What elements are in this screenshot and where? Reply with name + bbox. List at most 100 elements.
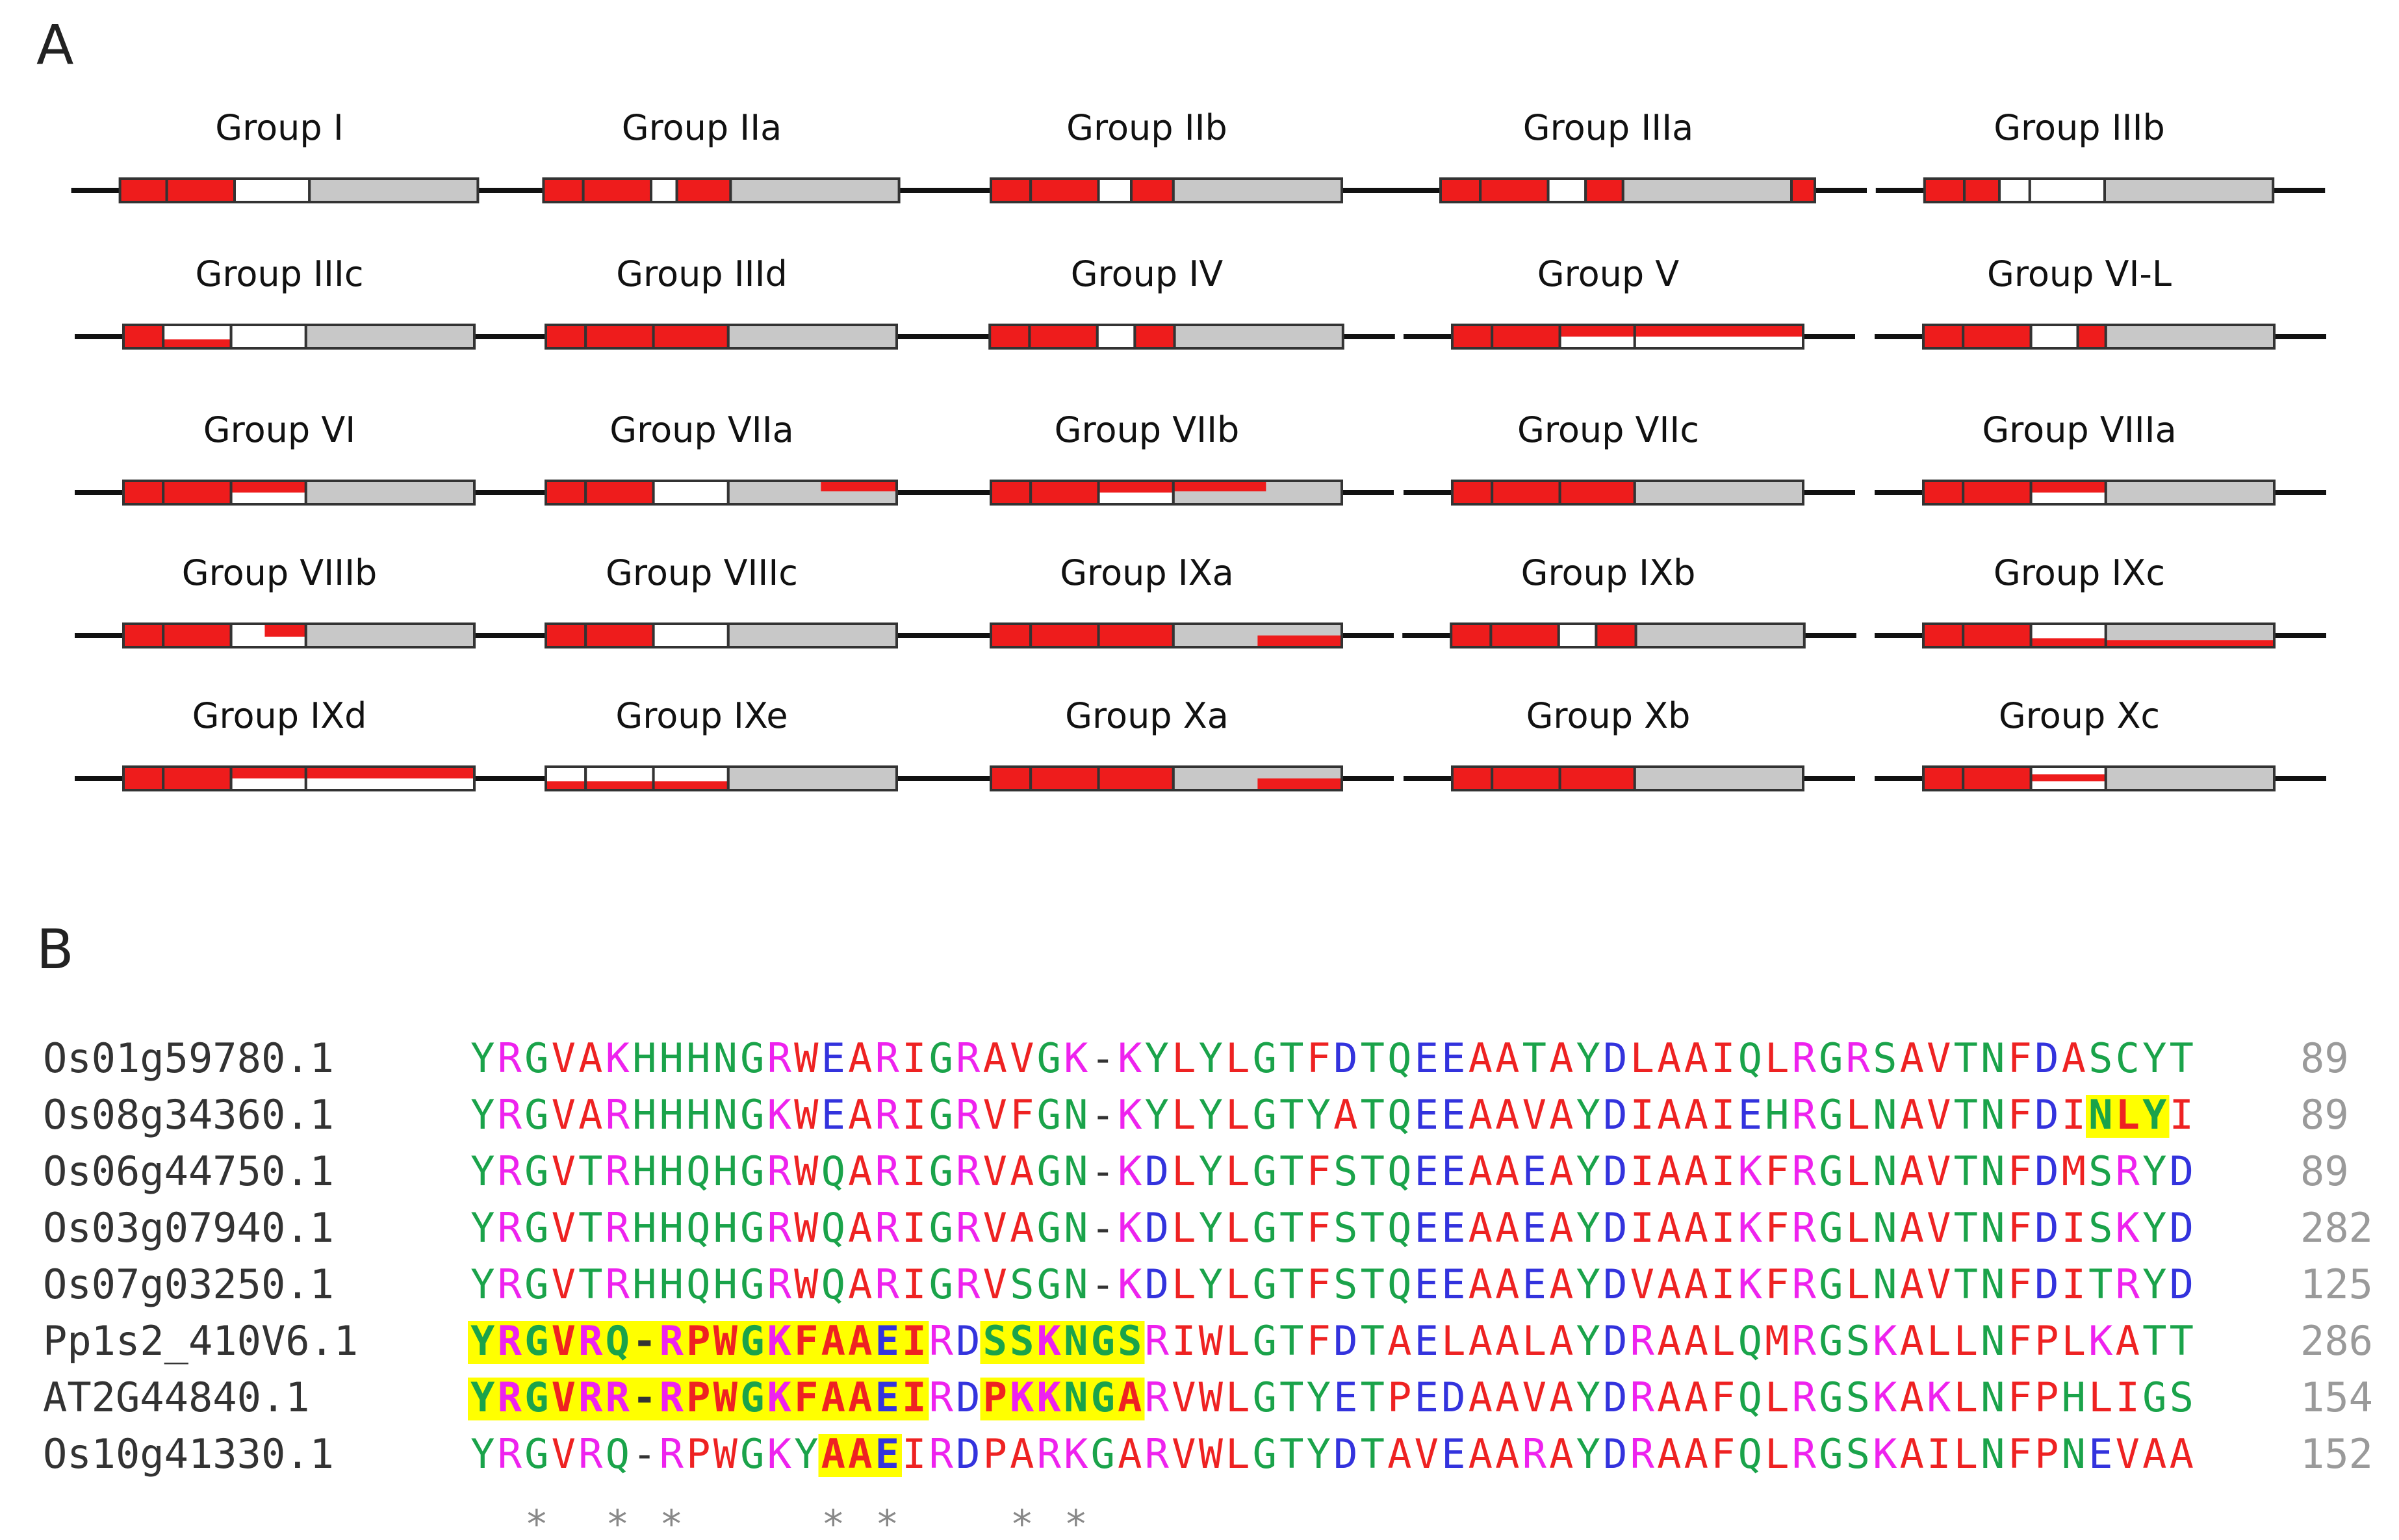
gene-group: Group IIIa: [1392, 107, 1867, 203]
residue: S: [2170, 1374, 2194, 1421]
exon-segment: [584, 480, 655, 506]
residue: Q: [821, 1261, 845, 1308]
exon-segment: [1097, 765, 1175, 791]
residue: T: [578, 1261, 602, 1308]
residue: N: [1981, 1430, 2005, 1478]
residue: N: [1981, 1261, 2005, 1308]
exon-segment: [1922, 622, 1965, 648]
residue: N: [2062, 1430, 2086, 1478]
exon-segment: [652, 324, 730, 350]
exon-segment: [229, 622, 307, 648]
exon-segment: [1172, 765, 1344, 791]
residue: R: [1846, 1034, 1871, 1082]
residue: Y: [1307, 1091, 1331, 1138]
exon-segment: [1172, 480, 1344, 506]
residue: L: [2088, 1374, 2112, 1421]
residue: D: [2034, 1261, 2059, 1308]
sequence-end-position: 89: [2300, 1148, 2349, 1195]
residue: A: [983, 1034, 1007, 1082]
group-name: Group IXe: [615, 695, 788, 736]
exon-segment: [652, 622, 730, 648]
residue: Y: [1576, 1034, 1600, 1082]
residue: A: [2142, 1430, 2166, 1478]
residue: S: [1333, 1148, 1357, 1195]
residue: R: [1792, 1204, 1817, 1251]
residue: K: [1873, 1317, 1897, 1365]
group-name: Group V: [1537, 253, 1680, 294]
residue: G: [1819, 1430, 1843, 1478]
sequence-id: Os01g59780.1: [43, 1034, 334, 1082]
gene-group: Group VIIIc: [497, 552, 949, 648]
exon-segment: [542, 177, 585, 203]
residue: F: [1307, 1148, 1331, 1195]
residue: V: [1927, 1034, 1951, 1082]
residue: A: [1495, 1430, 1519, 1478]
exon-segment: [304, 324, 476, 350]
gene-group: Group IXb: [1402, 552, 1856, 648]
residue: T: [1361, 1261, 1385, 1308]
residue: W: [713, 1374, 738, 1421]
residue: Y: [1576, 1148, 1600, 1195]
residue: L: [1225, 1204, 1250, 1251]
residue: D: [1441, 1374, 1465, 1421]
residue: E: [1415, 1204, 1439, 1251]
exon-segment: [165, 177, 237, 203]
residue: E: [1522, 1148, 1546, 1195]
residue: A: [1549, 1374, 1573, 1421]
residue: E: [1415, 1148, 1439, 1195]
residue: Y: [470, 1430, 494, 1478]
residue: Q: [686, 1204, 710, 1251]
residue: H: [660, 1034, 684, 1082]
residue: D: [1333, 1430, 1357, 1478]
residue: F: [2008, 1091, 2032, 1138]
residue: Q: [686, 1148, 710, 1195]
residue: P: [686, 1317, 710, 1365]
exon-segment: [1922, 480, 1965, 506]
residue: G: [1037, 1148, 1061, 1195]
residue: D: [1603, 1204, 1627, 1251]
residue: H: [632, 1148, 656, 1195]
residue: G: [1819, 1204, 1843, 1251]
residue: N: [1873, 1261, 1897, 1308]
residue: A: [1118, 1430, 1142, 1478]
residue: K: [767, 1317, 792, 1365]
residue: K: [1118, 1148, 1142, 1195]
residue: K: [1064, 1034, 1088, 1082]
exon-segment: [1489, 622, 1560, 648]
residue: D: [2170, 1148, 2194, 1195]
residue: F: [2008, 1034, 2032, 1082]
residue: W: [1199, 1374, 1224, 1421]
residue: S: [1118, 1317, 1142, 1365]
sequence-id: Os08g34360.1: [43, 1091, 334, 1138]
conservation-row: *******: [525, 1502, 1088, 1540]
gene-group: Group IXc: [1875, 552, 2326, 648]
residue: T: [1279, 1317, 1303, 1365]
group-name: Group VIIIa: [1982, 409, 2176, 450]
residue: Y: [2142, 1148, 2166, 1195]
residue: G: [1819, 1374, 1843, 1421]
residue: -: [632, 1317, 656, 1365]
exon-segment: [545, 622, 587, 648]
residue: I: [902, 1034, 926, 1082]
group-name: Group Xc: [1999, 695, 2160, 736]
residue: A: [848, 1091, 872, 1138]
residue: V: [1172, 1430, 1196, 1478]
exon-segment: [1962, 480, 2033, 506]
residue: F: [1765, 1261, 1789, 1308]
exon-segment: [729, 177, 901, 203]
residue: L: [1225, 1317, 1250, 1365]
residue: R: [2116, 1148, 2140, 1195]
exon-segment: [162, 765, 233, 791]
group-name: Group IIId: [616, 253, 788, 294]
residue: A: [1549, 1317, 1573, 1365]
residue: F: [1307, 1261, 1331, 1308]
group-name: Group IXb: [1521, 552, 1696, 593]
residue: G: [524, 1430, 548, 1478]
conservation-star: *: [1064, 1502, 1088, 1540]
residue: L: [1846, 1091, 1870, 1138]
